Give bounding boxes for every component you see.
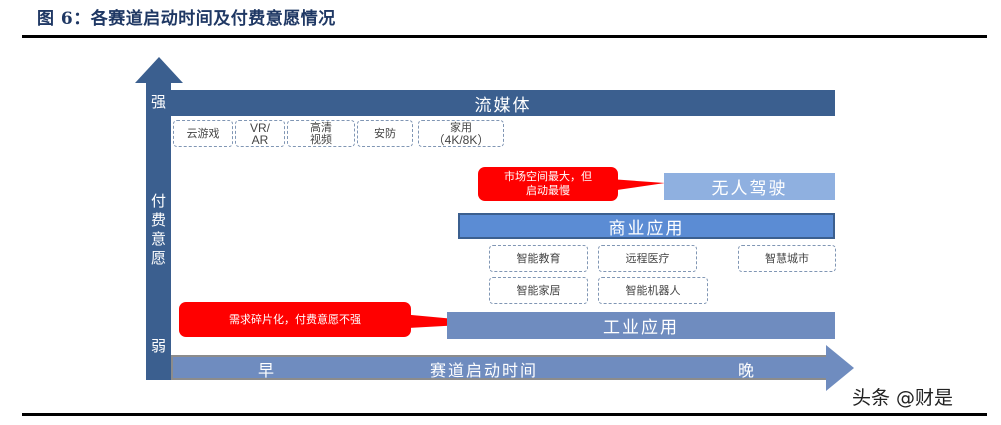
tag-home-4k8k: 家用 （4K/8K）: [418, 120, 504, 147]
tag-vr-ar: VR/ AR: [235, 120, 285, 147]
track-industrial-label: 工业应用: [603, 318, 679, 338]
callout-industrial: 需求碎片化，付费意愿不强: [179, 302, 411, 337]
y-axis-bar: [146, 82, 171, 380]
y-axis-label-4: 愿: [150, 249, 166, 267]
track-streaming-label: 流媒体: [474, 95, 532, 116]
track-industrial: 工业应用: [447, 312, 835, 339]
x-axis-start-label: 早: [258, 361, 277, 380]
up-arrow-icon: [135, 57, 183, 83]
callout-pointer-autonomous: [610, 179, 665, 191]
track-commercial-label: 商业应用: [608, 218, 685, 239]
tag-security: 安防: [357, 120, 413, 147]
tag-smart-education: 智能教育: [489, 245, 588, 272]
figure-title: 图 6：各赛道启动时间及付费意愿情况: [37, 9, 336, 29]
track-streaming: 流媒体: [171, 90, 835, 116]
watermark: 头条 @财是: [852, 387, 954, 409]
y-axis-bottom-label: 弱: [150, 337, 166, 355]
tag-hd-video: 高清 视频: [287, 120, 355, 147]
x-axis-bar: [171, 355, 826, 380]
bottom-divider: [22, 413, 987, 416]
y-axis-label-3: 意: [150, 230, 166, 248]
x-axis-label: 赛道启动时间: [430, 361, 539, 380]
tag-smart-home: 智能家居: [489, 277, 588, 304]
tag-cloud-gaming: 云游戏: [173, 120, 233, 147]
right-arrow-icon: [826, 345, 854, 391]
track-commercial: 商业应用: [458, 213, 835, 239]
track-autonomous-driving: 无人驾驶: [664, 173, 835, 200]
callout-autonomous: 市场空间最大，但 启动最慢: [478, 167, 618, 201]
y-axis-top-label: 强: [150, 93, 166, 111]
track-autonomous-label: 无人驾驶: [711, 179, 788, 199]
tag-telemedicine: 远程医疗: [598, 245, 697, 272]
y-axis-label-2: 费: [150, 211, 166, 229]
tag-smart-city: 智慧城市: [738, 245, 836, 272]
tag-smart-robot: 智能机器人: [598, 277, 708, 304]
top-divider: [22, 35, 987, 38]
y-axis-label-1: 付: [150, 192, 166, 210]
x-axis-end-label: 晚: [738, 361, 757, 380]
callout-pointer-industrial: [390, 313, 498, 329]
